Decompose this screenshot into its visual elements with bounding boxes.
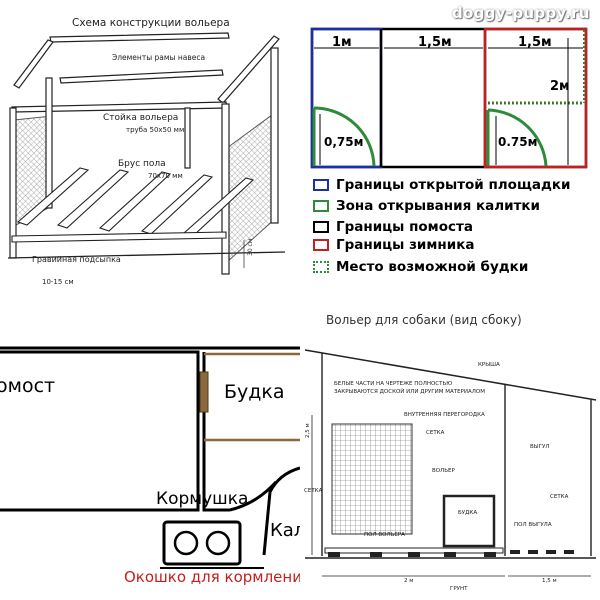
frame-construction-panel: 30 см Схема конструкции вольера Элементы…: [0, 0, 300, 300]
legend-label: Зона открывания калитки: [336, 198, 541, 214]
height-label: 2,5 м: [305, 423, 311, 438]
gravel-line: [7, 251, 286, 259]
gate-arc-left: [313, 106, 376, 167]
mesh-side-label: СЕТКА: [304, 488, 323, 494]
booth-label: Будка: [224, 381, 285, 403]
run-label: ВЫГУЛ: [530, 444, 549, 450]
beam-size-label: 70х70 мм: [148, 172, 183, 180]
legend-booth-place: Место возможной будки: [313, 258, 528, 276]
run-floor-label: ПОЛ ВЫГУЛА: [514, 522, 552, 528]
width-run-label: 1,5 м: [542, 578, 557, 584]
gravel-label: Гравийная подсыпка: [32, 255, 121, 264]
gate-left-label: 0,75м: [324, 135, 363, 149]
booth-door-icon: [199, 371, 209, 413]
roof-frame-label: Элементы рамы навеса: [112, 53, 205, 62]
legend-label: Место возможной будки: [336, 259, 529, 275]
platform-outline: [0, 350, 200, 512]
bowl-right-icon: [205, 530, 231, 556]
note-line-1: БЕЛЫЕ ЧАСТИ НА ЧЕРТЕЖЕ ПОЛНОСТЬЮ: [334, 381, 452, 387]
top-view-drawing: омост Будка Кормушка Кал Окошко для корм…: [0, 346, 300, 586]
gravel-depth-label: 10-15 см: [42, 278, 74, 286]
ground-label: ГРУНТ: [450, 586, 468, 592]
aviary-floor-label: ПОЛ ВОЛЬЕРА: [364, 532, 405, 538]
height-label: 30 см: [247, 239, 254, 256]
gate-label: Кал: [270, 520, 300, 541]
width-open-label: 1м: [332, 35, 352, 50]
bowl-left-icon: [173, 530, 199, 556]
roof-label: КРЫША: [478, 362, 500, 368]
legend-gate-zone: Зона открывания калитки: [313, 197, 540, 215]
frame-title: Схема конструкции вольера: [72, 17, 230, 29]
floor-plan-panel: 1м 1,5м 1,5м 2м 0,75м 0.75м: [300, 0, 600, 300]
post-size-label: труба 50х50 мм: [126, 126, 184, 134]
legend-label: Границы зимника: [336, 237, 475, 253]
width-winter-label: 1,5м: [518, 35, 552, 50]
floor-supports: [328, 550, 574, 557]
height-winter-label: 2м: [550, 79, 570, 94]
posts: [9, 47, 279, 275]
red-swatch-icon: [313, 239, 329, 251]
note-line-2: ЗАКРЫВАЮТСЯ ДОСКОЙ ИЛИ ДРУГИМ МАТЕРИАЛОМ: [334, 388, 485, 395]
watermark: doggy-puppy.ru: [452, 4, 590, 22]
beam-label: Брус пола: [118, 159, 166, 169]
mesh-right-label: СЕТКА: [550, 494, 569, 500]
floor-beams: [11, 167, 255, 243]
top-view-panel: омост Будка Кормушка Кал Окошко для корм…: [0, 300, 300, 600]
side-view-panel: Вольер для собаки (вид сбоку) БЕЛЫЕ ЧАСТ…: [300, 300, 600, 600]
gate-arc-right: [487, 108, 548, 167]
width-middle-label: 1,5м: [418, 35, 452, 50]
dimension-arrows: [314, 38, 583, 165]
blue-swatch-icon: [313, 179, 329, 191]
winter-room-border: [483, 27, 588, 169]
booth-outline: [204, 352, 300, 442]
legend-label: Границы помоста: [336, 219, 473, 235]
frame-construction-drawing: 30 см Схема конструкции вольера Элементы…: [7, 17, 286, 286]
roof-frame-bars: [11, 32, 280, 113]
booth-box: [442, 494, 496, 548]
legend-platform: Границы помоста: [313, 218, 473, 236]
legend-winter-room: Границы зимника: [313, 236, 474, 254]
side-view-drawing: Вольер для собаки (вид сбоку) БЕЛЫЕ ЧАСТ…: [304, 313, 597, 592]
green-swatch-icon: [313, 200, 329, 212]
booth-label: БУДКА: [458, 510, 477, 516]
black-swatch-icon: [313, 221, 329, 233]
mesh-left-label: СЕТКА: [426, 430, 445, 436]
width-main-label: 2 м: [404, 578, 413, 584]
side-view-title: Вольер для собаки (вид сбоку): [326, 313, 522, 327]
floor-plan-drawing: 1м 1,5м 1,5м 2м 0,75м 0.75м: [310, 27, 588, 169]
legend-open-area: Границы открытой площадки: [313, 176, 571, 194]
mesh-panel: [331, 423, 413, 535]
aviary-label: ВОЛЬЕР: [432, 468, 455, 474]
platform-label: омост: [0, 375, 55, 397]
feed-window-label: Окошко для кормления: [124, 568, 300, 586]
gate-right-label: 0.75м: [498, 135, 537, 149]
legend-label: Границы открытой площадки: [336, 177, 571, 193]
roof-line: [304, 349, 597, 401]
feeder-label: Кормушка: [156, 489, 248, 509]
partition-label: ВНУТРЕННЯЯ ПЕРЕГОРОДКА: [404, 412, 485, 418]
post-label: Стойка вольера: [103, 113, 178, 123]
dotted-swatch-icon: [313, 261, 329, 273]
